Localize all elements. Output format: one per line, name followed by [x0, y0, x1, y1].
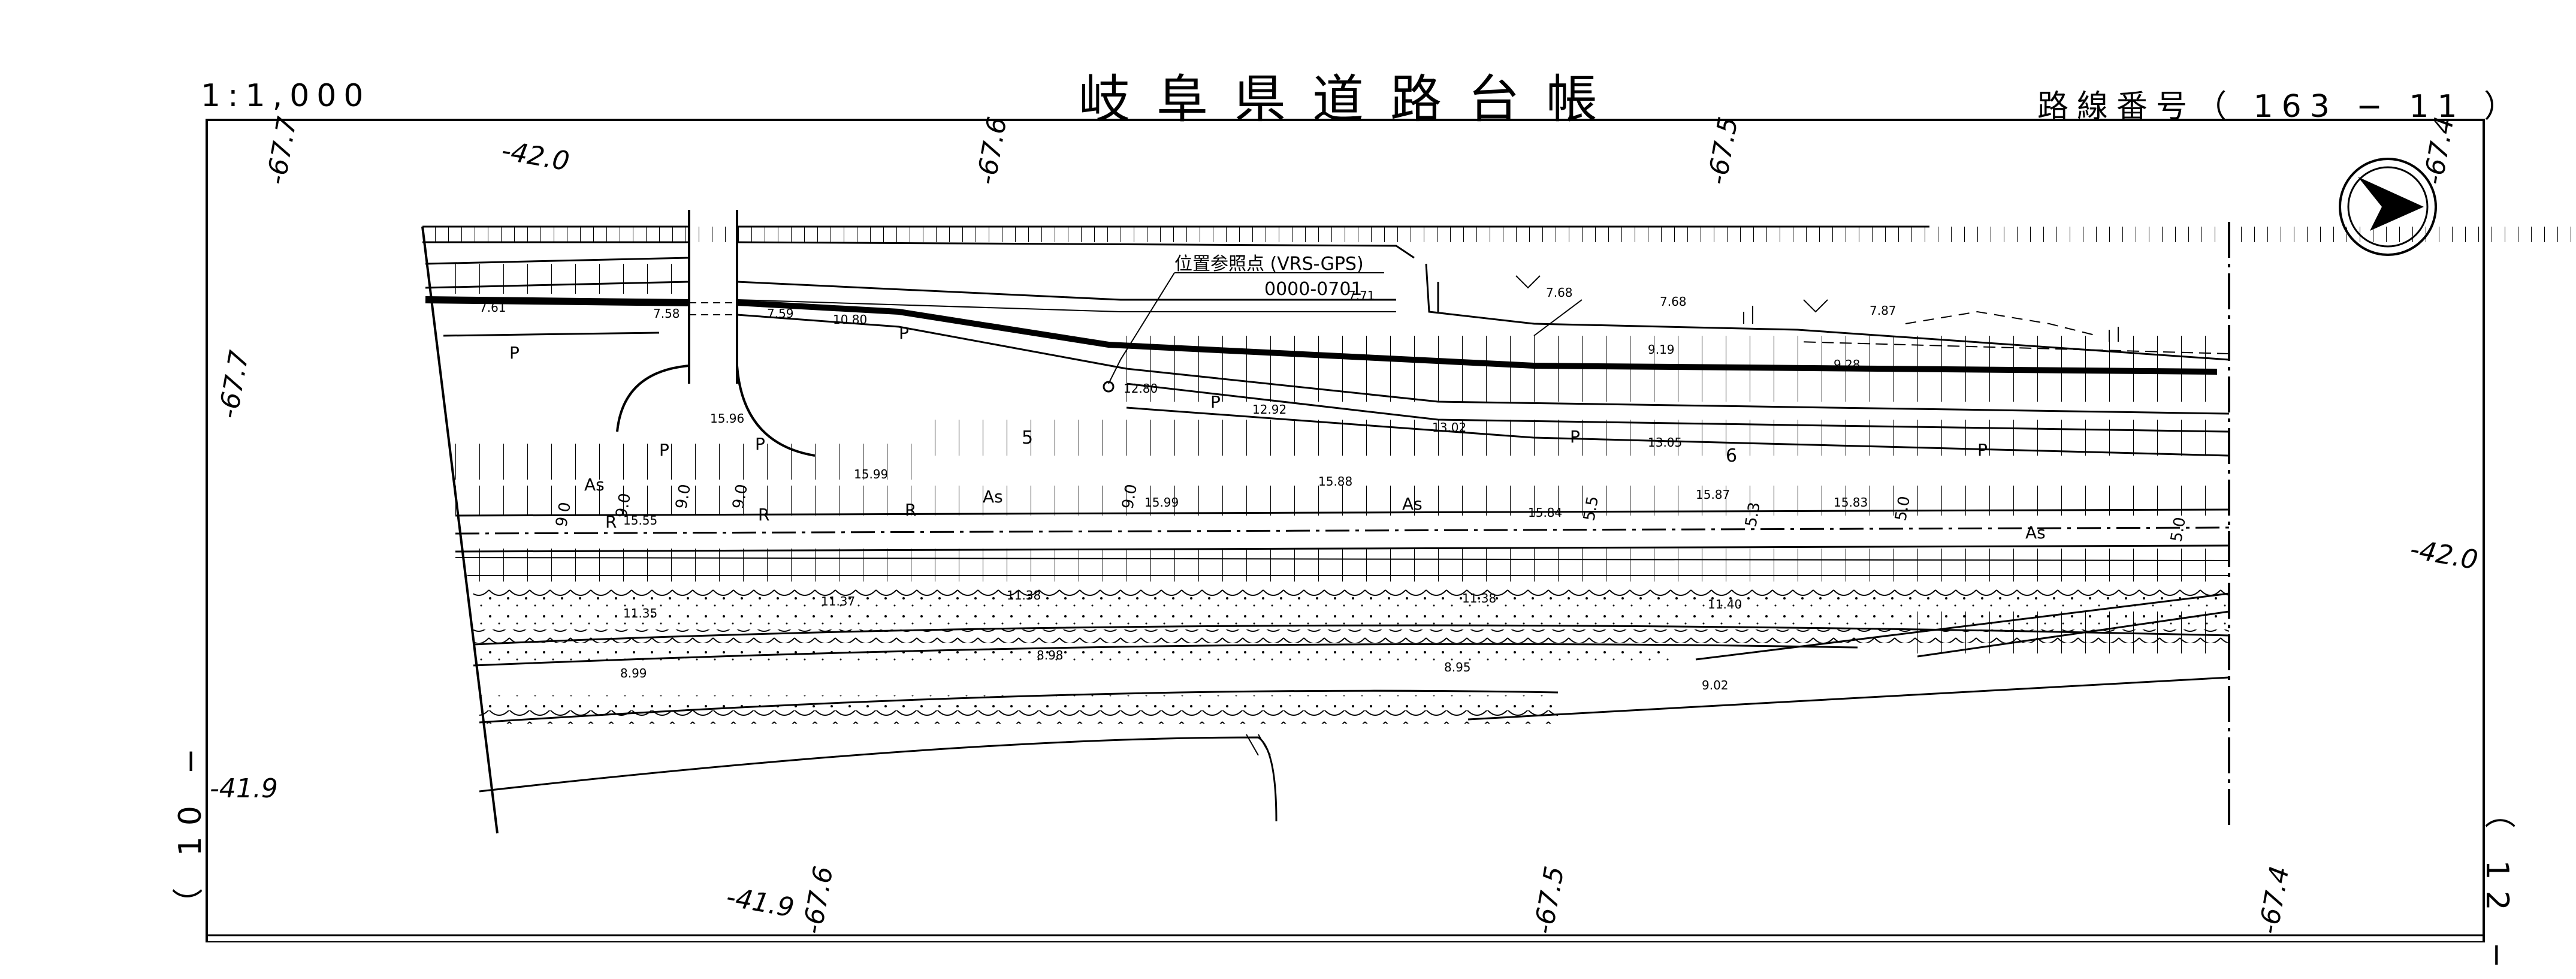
elevation: 7.61 — [479, 300, 506, 315]
elevation: 10.80 — [833, 312, 867, 327]
left-boundary — [421, 222, 2230, 834]
width: 9.0 — [1119, 483, 1141, 510]
elevation: 12.92 — [1252, 402, 1287, 417]
elevation: 13.02 — [1432, 420, 1466, 435]
elevation: 11.35 — [623, 606, 657, 620]
elevation: 7.59 — [767, 306, 794, 321]
scallop-band-2 — [473, 629, 2229, 643]
grid-bottom-left-y: -67.6 — [798, 864, 839, 936]
grid-bottom-right: -67.4 — [2254, 864, 2296, 936]
asphalt-mark: As — [2025, 523, 2046, 543]
slope-hatch-1 — [443, 264, 689, 294]
asphalt-mark: As — [983, 487, 1003, 507]
width: 9.0 — [672, 483, 694, 510]
elevation: 8.98 — [1037, 648, 1064, 662]
elevation: 7.71 — [1348, 288, 1375, 303]
slope-hatch-2 — [455, 444, 935, 480]
width: 5.0 — [1892, 495, 1914, 522]
upper-building-strip — [422, 225, 2574, 259]
elevation: 7.87 — [1870, 303, 1896, 318]
retaining-mark: R — [905, 500, 916, 520]
grid-top-mid-left: -67.6 — [971, 115, 1013, 187]
pavement-mark: P — [1570, 427, 1580, 447]
grid-left-bottom-x: -41.9 — [210, 773, 278, 804]
grid-top-left-y: -42.0 — [499, 135, 572, 177]
pavement-mark: P — [899, 323, 909, 343]
grass-symbols — [1246, 275, 2119, 756]
lane-numbers: 5 6 — [1022, 427, 1737, 466]
dotted-band-3 — [479, 695, 1558, 710]
scallop-band-1 — [473, 585, 2229, 598]
elevation: 15.55 — [623, 513, 657, 528]
retaining-mark: R — [605, 512, 617, 532]
surface-marks: As As As As P P P P P P P R R R — [509, 323, 2046, 543]
elevation: 7.68 — [1660, 294, 1687, 309]
elevation: 11.40 — [1708, 597, 1742, 612]
reference-point-label: 位置参照点 (VRS-GPS) 0000-0701 — [1103, 254, 1384, 393]
elevation: 9.02 — [1702, 678, 1729, 692]
slope-hatch-4 — [1127, 336, 2229, 402]
retaining-mark: R — [758, 505, 769, 525]
elevation: 15.99 — [1144, 495, 1179, 510]
elevation: 8.95 — [1444, 660, 1471, 674]
elevation: 15.83 — [1834, 495, 1868, 510]
elevation: 7.58 — [653, 306, 680, 321]
scale-text: 1:1,000 — [201, 78, 371, 114]
reference-point-id: 0000-0701 — [1264, 279, 1363, 300]
width: 9.0 — [729, 483, 751, 510]
grid-top-right: -67.4 — [2418, 115, 2460, 187]
asphalt-mark: As — [584, 475, 605, 495]
elevation: 15.87 — [1696, 487, 1730, 502]
grid-bottom-left-x: -41.9 — [724, 882, 796, 924]
pavement-mark: P — [1977, 440, 1988, 460]
elevation: 11.37 — [821, 594, 855, 609]
grid-top-left-x: -67.7 — [261, 115, 303, 187]
elevation: 8.99 — [620, 666, 647, 680]
elevation: 12.80 — [1124, 381, 1158, 396]
grid-bottom-mid: -67.5 — [1529, 864, 1571, 936]
slope-hatch-3 — [935, 420, 2229, 456]
pavement-mark: P — [1210, 392, 1221, 412]
asphalt-mark: As — [1402, 494, 1423, 514]
elevation: 15.96 — [710, 411, 744, 426]
lane-number: 5 — [1022, 427, 1033, 448]
grid-right-side-y: -42.0 — [2408, 534, 2480, 576]
elevation: 13.05 — [1648, 435, 1682, 450]
grid-left-side-y: -67.7 — [213, 348, 255, 421]
elevation: 7.68 — [1546, 285, 1573, 300]
road-ledger-map: -67.7 -42.0 -67.6 -67.5 -67.4 -67.7 -41.… — [206, 115, 2574, 942]
width: 5.3 — [1742, 501, 1764, 528]
width: 9.0 — [552, 501, 575, 528]
river-slope-hatch — [1917, 612, 2229, 653]
pavement-mark: P — [755, 434, 765, 454]
pavement-mark: P — [509, 343, 520, 363]
elevation: 15.84 — [1528, 505, 1562, 520]
width: 9.0 — [612, 492, 635, 519]
elevation: 11.38 — [1462, 591, 1496, 606]
map-frame — [206, 119, 2485, 942]
lane-number: 6 — [1726, 445, 1737, 466]
width-labels: 9.0 9.0 9.0 9.0 9.0 5.5 5.3 5.0 5.0 — [552, 483, 2190, 543]
grid-top-mid-right: -67.5 — [1702, 115, 1744, 187]
elevation: 11.38 — [1007, 588, 1041, 603]
scallop-band-3 — [479, 710, 1558, 724]
reference-point-title: 位置参照点 (VRS-GPS) — [1174, 254, 1364, 275]
north-arrow-icon — [2339, 158, 2437, 256]
elevation: 9.19 — [1648, 342, 1675, 357]
width: 5.5 — [1580, 495, 1602, 522]
elevation: 9.28 — [1834, 357, 1861, 372]
elevation: 15.99 — [854, 467, 888, 481]
curb-hatch — [467, 549, 2229, 582]
width: 5.0 — [2167, 516, 2190, 543]
elevation-labels: 7.61 7.58 7.59 10.80 7.71 7.68 7.68 7.87… — [479, 285, 1896, 692]
elevation: 15.88 — [1318, 474, 1352, 489]
pavement-mark: P — [659, 440, 669, 460]
